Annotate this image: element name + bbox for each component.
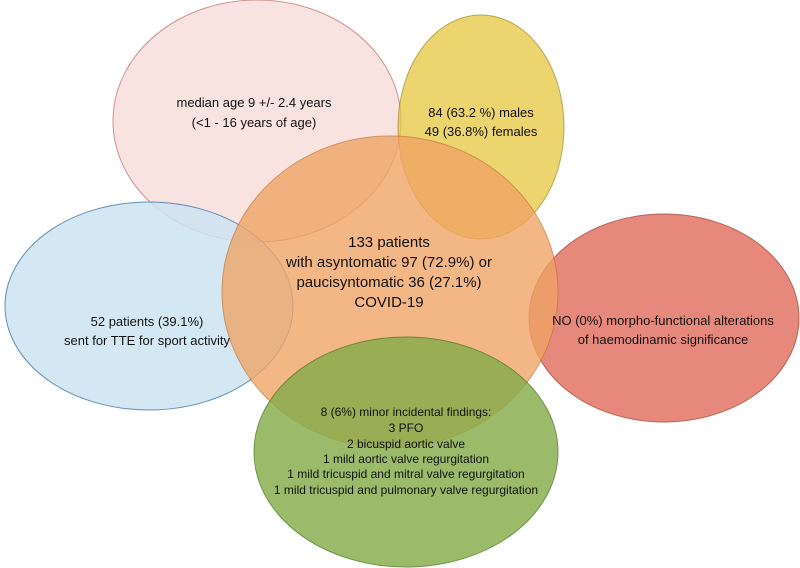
findings-text-line-5: 1 mild tricuspid and mitral valve regurg…: [287, 467, 524, 481]
findings-text-line-2: 3 PFO: [389, 421, 424, 435]
findings-text-line-4: 1 mild aortic valve regurgitation: [323, 452, 489, 466]
age-text-line-2: (<1 - 16 years of age): [192, 115, 317, 130]
findings-bubble: [253, 336, 559, 568]
findings-text-line-3: 2 bicuspid aortic valve: [347, 437, 465, 451]
findings-text-line-1: 8 (6%) minor incidental findings:: [321, 405, 492, 419]
sport-text-line-1: 52 patients (39.1%): [91, 314, 204, 329]
sport-text-line-2: sent for TTE for sport activity: [64, 333, 230, 348]
no-alterations-text-line-1: NO (0%) morpho-functional alterations: [552, 313, 774, 328]
sex-text-line-2: 49 (36.8%) females: [425, 124, 538, 139]
age-text-line-1: median age 9 +/- 2.4 years: [176, 95, 332, 110]
center-text-line-4: COVID-19: [354, 294, 423, 311]
center-text-line-2: with asyntomatic 97 (72.9%) or: [285, 254, 492, 271]
findings-text-line-6: 1 mild tricuspid and pulmonary valve reg…: [274, 483, 538, 497]
center-text-line-3: paucisyntomatic 36 (27.1%): [296, 274, 481, 291]
center-text-line-1: 133 patients: [348, 234, 430, 251]
no-alterations-text-line-2: of haemodinamic significance: [578, 332, 749, 347]
sex-text-line-1: 84 (63.2 %) males: [428, 105, 534, 120]
